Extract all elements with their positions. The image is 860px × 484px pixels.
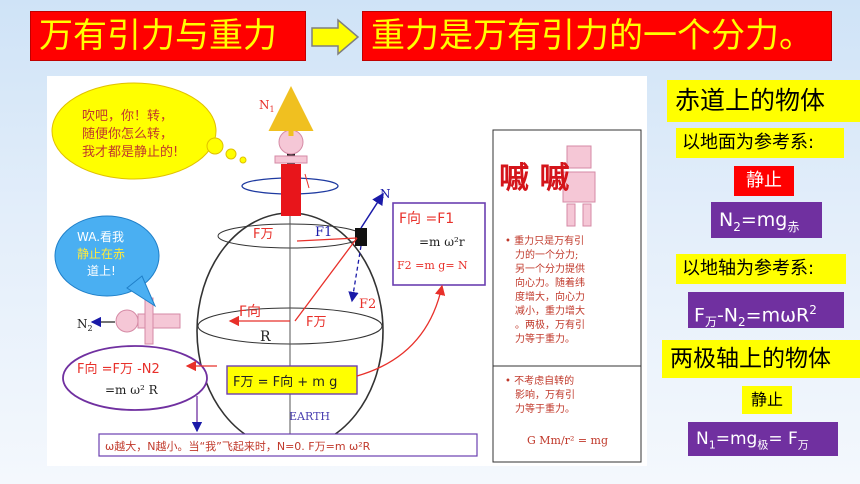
earth-label: EARTH — [289, 410, 330, 423]
left-formula-line2: =m ω² R — [105, 383, 159, 397]
formula-box-line2: =m ω²r — [419, 235, 465, 249]
f2-arrow — [348, 245, 362, 303]
title-right-text: 重力是万有引力的一个分力。 — [371, 16, 813, 56]
n-arrow — [360, 192, 384, 229]
cartoon-text: 嘁 嘁 — [499, 161, 569, 196]
equation-fwan: F万-N2=mωR2 — [688, 292, 844, 330]
n-label: N — [380, 187, 391, 201]
formula-box-line1: F向 =F1 — [399, 211, 454, 227]
bottom-note-text: ω越大，N越小。当“我”飞起来时，N=0. F万=m ω²R — [105, 439, 371, 453]
bubble1-line3: 我才都是静止的! — [82, 144, 178, 160]
ground-frame-label: 以地面为参考系: — [676, 128, 844, 158]
equation-n2: N2=mg赤 — [711, 202, 822, 238]
rest-badge-1: 静止 — [734, 166, 794, 196]
bubble2-line2: 静止在赤 — [77, 247, 125, 261]
title-left-text: 万有引力与重力 — [39, 16, 277, 56]
eq1-rest: =mg — [740, 209, 788, 231]
bottom-note-box — [98, 433, 478, 457]
panel2-text-2: 影响，万有引 — [515, 388, 575, 401]
bubble1-line2: 随便你怎么转， — [82, 127, 173, 142]
bottom-formula-text: F万 = F向 + m g — [233, 374, 337, 390]
eq1-sub: 2 — [733, 219, 741, 234]
rest-badge-2-text: 静止 — [750, 390, 783, 409]
eq2-a-sub: 万 — [704, 315, 717, 330]
pole-heading-text: 两极轴上的物体 — [670, 346, 831, 372]
diagram-svg: EARTH N1 F万 N F1 F2 F向 F万 R N2 吹吧，你！转， 随… — [51, 82, 642, 463]
fwan-diag-line — [294, 237, 358, 322]
cartoon-figure — [562, 145, 596, 227]
bubble2-line3: 道上! — [87, 264, 116, 278]
rest-badge-1-text: 静止 — [746, 170, 782, 191]
eq3-c: = F — [768, 429, 798, 449]
f1-label: F1 — [315, 225, 332, 240]
panel-text-2: 力的一个分力; — [515, 248, 578, 261]
gmm-formula: G Mm/r² = mg — [527, 434, 608, 447]
n1-label: N1 — [259, 98, 275, 114]
eq1-n: N — [719, 209, 734, 231]
eq2-c-sup: 2 — [809, 303, 817, 317]
panel-text-6: 减小，重力增大 — [515, 304, 585, 317]
panel-text-7: 。两极，万有引 — [515, 318, 585, 331]
eq2-b-sub: 2 — [738, 315, 746, 330]
panel2-text-3: 力等于重力。 — [515, 402, 575, 415]
fxiang-label: F向 — [239, 304, 261, 320]
bubble2-line1: WA.看我 — [77, 230, 124, 244]
speech-bubble-1 — [51, 82, 247, 180]
eq1-sub2: 赤 — [787, 219, 800, 234]
eq3-a-sub: 1 — [708, 438, 716, 452]
eq3-a: N — [696, 429, 709, 449]
eq3-b-sub: 极 — [757, 438, 769, 452]
equation-n1: N1=mg极= F万 — [688, 422, 838, 456]
title-right: 重力是万有引力的一个分力。 — [362, 11, 832, 61]
formula-box-line3: F2 =m g= N — [397, 259, 468, 272]
speech-bubble-2 — [54, 215, 160, 308]
n2-left-label: N2 — [77, 317, 93, 333]
pole-heading: 两极轴上的物体 — [662, 340, 860, 378]
panel-text-3: 另一个分力提供 — [515, 262, 585, 275]
panel-text-1: • 重力只是万有引 — [505, 234, 584, 247]
top-figure — [274, 129, 310, 216]
eq2-a: F — [694, 304, 705, 327]
eq3-c-sub: 万 — [797, 438, 809, 452]
eq2-b: -N — [716, 304, 739, 327]
panel-text-4: 向心力。随着纬 — [515, 276, 585, 289]
panel-text-5: 度增大，向心力 — [515, 290, 585, 303]
panel2-text-1: • 不考虑自转的 — [505, 374, 574, 387]
equator-heading-text: 赤道上的物体 — [675, 86, 826, 115]
explanation-panel-2 — [492, 365, 642, 463]
f-wan-top-label: F万 — [253, 227, 273, 242]
axis-frame-text: 以地轴为参考系: — [682, 258, 815, 279]
physics-diagram: EARTH N1 F万 N F1 F2 F向 F万 R N2 吹吧，你！转， 随… — [47, 76, 647, 466]
bubble1-line1: 吹吧，你！转， — [82, 109, 173, 124]
rest-badge-2: 静止 — [742, 386, 792, 414]
left-formula-oval — [62, 345, 208, 411]
arrow-right-icon — [311, 18, 360, 56]
panel-text-8: 力等于重力。 — [515, 332, 575, 345]
f2-label: F2 — [359, 297, 376, 312]
r-label: R — [260, 329, 271, 345]
red-connector-arrow — [356, 284, 446, 377]
formula-box — [392, 202, 486, 286]
left-formula-line1: F向 =F万 -N2 — [77, 361, 160, 377]
axis-frame-label: 以地轴为参考系: — [676, 254, 846, 284]
bottom-formula-box — [226, 365, 358, 395]
equator-heading: 赤道上的物体 — [667, 80, 860, 122]
f1-line — [296, 237, 358, 242]
eq2-c: =mωR — [745, 304, 810, 327]
eq3-b: =mg — [715, 429, 758, 449]
explanation-panel — [492, 129, 642, 367]
title-left: 万有引力与重力 — [30, 11, 306, 61]
ground-frame-text: 以地面为参考系: — [682, 132, 815, 153]
fwan-label: F万 — [306, 315, 326, 330]
tilted-object — [355, 228, 367, 246]
equator-figure — [115, 297, 181, 345]
